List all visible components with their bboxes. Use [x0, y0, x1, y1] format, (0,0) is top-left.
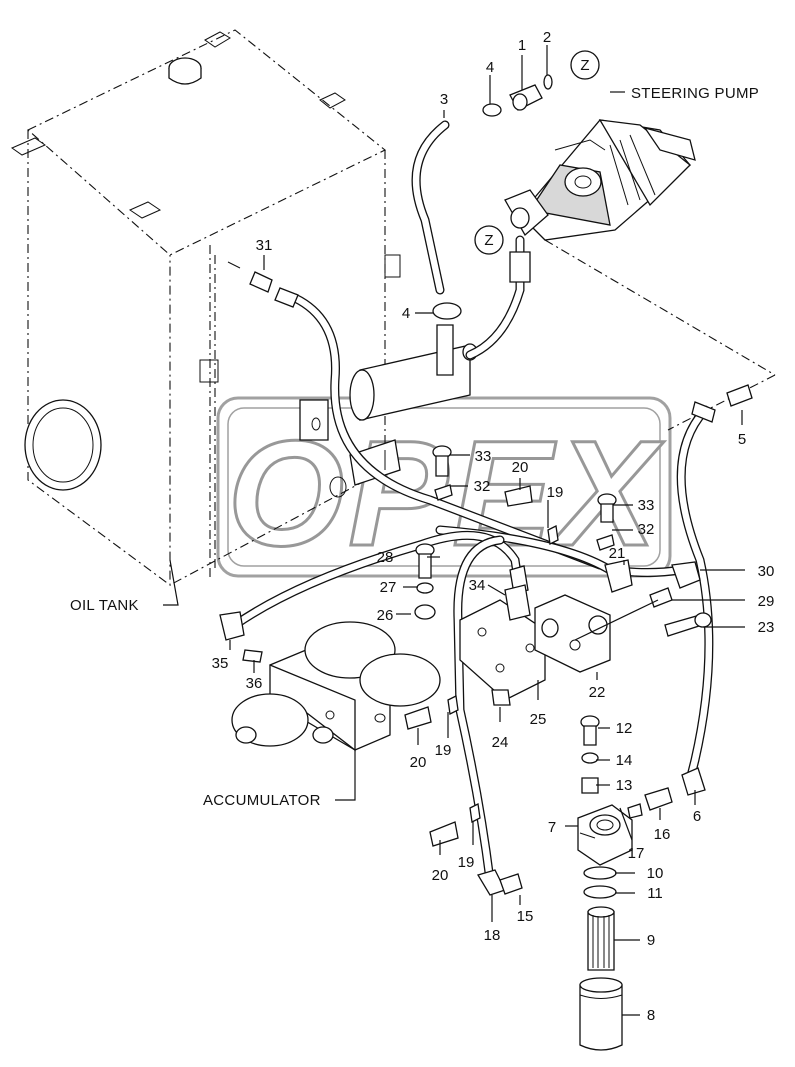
hose-31 [290, 293, 605, 570]
callout-2: 2 [543, 29, 551, 46]
callout-22: 22 [589, 684, 606, 701]
bolt-23 [664, 612, 712, 637]
callout-4-lower: 4 [402, 305, 410, 322]
bolt-28 [415, 543, 435, 579]
callout-10: 10 [647, 865, 664, 882]
washer-13 [581, 777, 599, 794]
callout-13: 13 [616, 777, 633, 794]
valve-22 [534, 594, 611, 673]
bolt-33-lower [597, 493, 617, 523]
callout-16: 16 [654, 826, 671, 843]
suction-hose [411, 120, 531, 376]
bracket-25 [459, 599, 546, 701]
z-marker-pump: Z [474, 225, 504, 255]
callout-31: 31 [256, 237, 273, 254]
clip-19-low [469, 803, 481, 823]
fitting-36 [242, 649, 263, 663]
hose-clamp-lower [432, 302, 462, 320]
callout-20-mid: 20 [410, 754, 427, 771]
callout-numbers: 1 2 3 4 4 5 6 7 8 9 10 11 12 13 14 15 16… [212, 29, 775, 1024]
bolt-20-low [429, 821, 459, 847]
callout-19-mid: 19 [435, 742, 452, 759]
bolt-20-top [504, 485, 533, 507]
callout-27: 27 [380, 579, 397, 596]
filter-case-8 [579, 977, 623, 1051]
callout-4-top: 4 [486, 59, 494, 76]
callout-36: 36 [246, 675, 263, 692]
callout-6: 6 [693, 808, 701, 825]
callout-19-top: 19 [547, 484, 564, 501]
clip-32-lower [596, 534, 615, 551]
callout-21: 21 [609, 545, 626, 562]
callout-15: 15 [517, 908, 534, 925]
callout-5: 5 [738, 431, 746, 448]
callout-34: 34 [469, 577, 486, 594]
callout-26: 26 [377, 607, 394, 624]
leader-lines [163, 45, 745, 1016]
z-label-top: Z [580, 57, 589, 74]
label-accumulator: ACCUMULATOR [203, 792, 321, 809]
callout-12: 12 [616, 720, 633, 737]
callout-30: 30 [758, 563, 775, 580]
pump-return-dashed [544, 239, 776, 376]
seal-14 [581, 752, 599, 764]
callout-32-lower: 32 [638, 521, 655, 538]
fitting-1 [509, 84, 543, 111]
clip-32-upper [434, 484, 453, 501]
seal-27 [416, 582, 434, 594]
steering-pump [504, 119, 696, 241]
hose-6 [676, 384, 753, 796]
filter-element-9 [587, 906, 615, 971]
nut-24 [491, 689, 511, 706]
z-label-pump: Z [484, 232, 493, 249]
callout-11: 11 [647, 885, 663, 902]
callout-18: 18 [484, 927, 501, 944]
callout-25: 25 [530, 711, 547, 728]
pin-17 [627, 803, 643, 819]
washer-26 [414, 604, 436, 620]
filter-head-7 [577, 804, 633, 866]
o-ring-2 [543, 74, 553, 90]
callout-17: 17 [628, 845, 645, 862]
bolt-12 [580, 715, 600, 746]
label-oil-tank: OIL TANK [70, 597, 139, 614]
callout-20-low: 20 [432, 867, 449, 884]
callout-32-upper: 32 [474, 478, 491, 495]
fitting-16 [644, 787, 673, 811]
callout-20-top: 20 [512, 459, 529, 476]
callout-9: 9 [647, 932, 655, 949]
clip-19-mid [447, 695, 459, 715]
clip-19-top [547, 525, 559, 545]
callout-7: 7 [548, 819, 556, 836]
callout-33-upper: 33 [475, 448, 492, 465]
tank-cover [24, 399, 102, 491]
label-steering-pump: STEERING PUMP [631, 85, 759, 102]
hose-18 [453, 535, 523, 896]
callout-23: 23 [758, 619, 775, 636]
callout-24: 24 [492, 734, 509, 751]
hose-clamp-top [482, 103, 502, 117]
callout-3: 3 [440, 91, 448, 108]
callout-29: 29 [758, 593, 775, 610]
z-marker-top: Z [570, 50, 600, 80]
callout-19-low: 19 [458, 854, 475, 871]
bolt-20-mid [404, 706, 432, 730]
o-ring-10 [583, 866, 617, 880]
callout-8: 8 [647, 1007, 655, 1024]
bolt-33-upper [432, 445, 452, 477]
callout-1: 1 [518, 37, 526, 54]
fitting-34 [504, 584, 531, 621]
callout-33-lower: 33 [638, 497, 655, 514]
accumulator [231, 621, 441, 752]
callout-35: 35 [212, 655, 229, 672]
o-ring-11 [583, 885, 617, 899]
callout-14: 14 [616, 752, 633, 769]
callout-28: 28 [377, 549, 394, 566]
fitting-29 [649, 587, 673, 608]
fitting-21 [604, 559, 633, 593]
fitting-31 [227, 261, 299, 308]
